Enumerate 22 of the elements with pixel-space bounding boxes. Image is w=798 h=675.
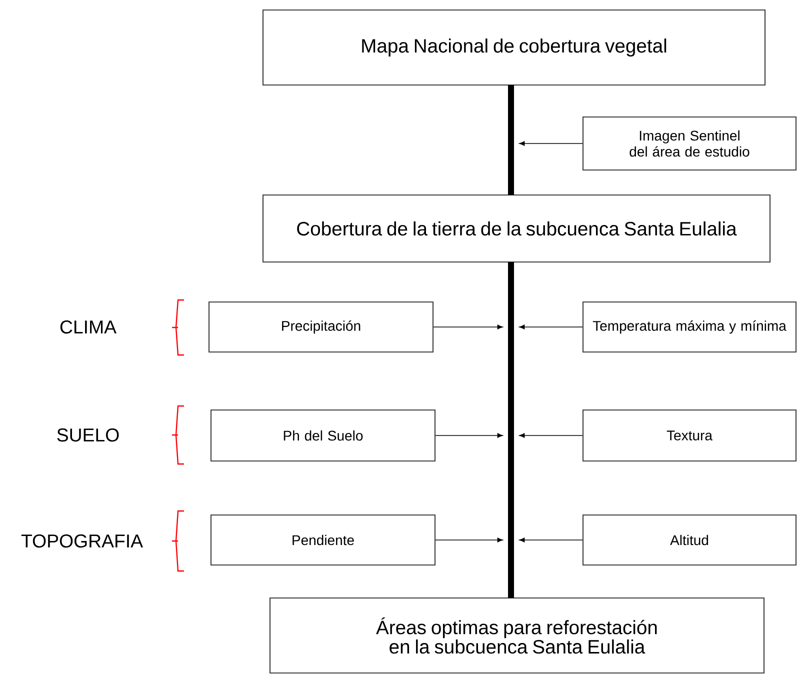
process-box: Altitud <box>582 514 797 566</box>
process-box: Ph del Suelo <box>210 409 436 462</box>
process-box: Cobertura de la tierra de la subcuenca Santa Eulalia <box>262 194 771 263</box>
process-box: Temperatura máxima y mínima <box>582 301 797 353</box>
connector-line <box>508 85 514 195</box>
category-label: CLIMA <box>60 320 116 334</box>
arrow <box>519 324 583 330</box>
arrow <box>519 141 583 146</box>
process-box: Precipitación <box>208 301 434 353</box>
category-label: TOPOGRAFIA <box>21 534 144 548</box>
category-label: SUELO <box>57 428 119 442</box>
arrow <box>433 324 503 330</box>
process-box: Áreas optimas para reforestación en la subcuenca Santa Eulalia <box>269 597 765 674</box>
arrow <box>519 433 583 438</box>
arrow <box>435 538 503 542</box>
connector-line <box>508 262 514 598</box>
process-box: Textura <box>582 409 797 462</box>
process-box: Pendiente <box>210 514 436 566</box>
process-box: Imagen Sentinel del área de estudio <box>582 116 797 171</box>
process-box: Mapa Nacional de cobertura vegetal <box>262 9 766 86</box>
arrow <box>519 538 583 542</box>
arrow <box>435 433 503 438</box>
